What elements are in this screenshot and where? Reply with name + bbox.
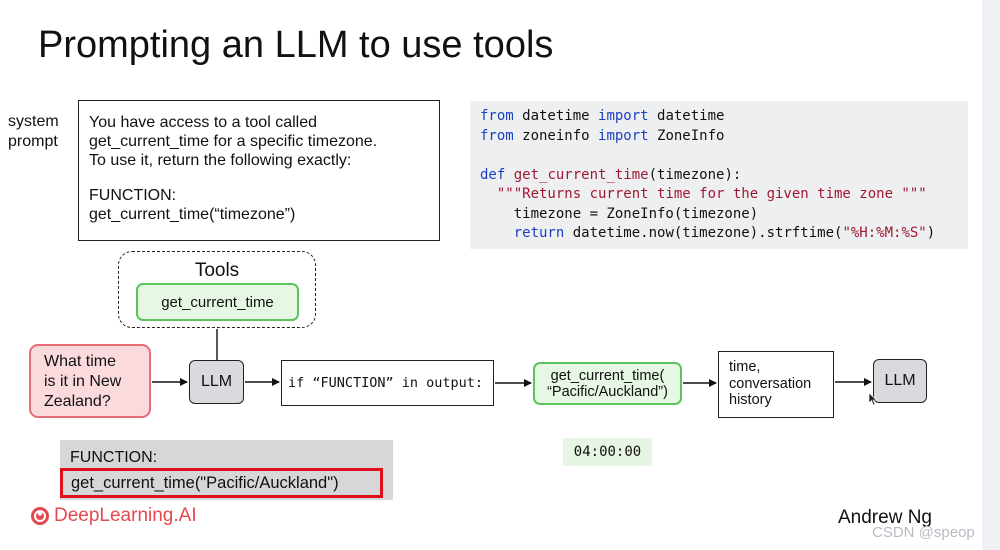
system-prompt-line3: To use it, return the following exactly: bbox=[89, 152, 352, 169]
function-result: 04:00:00 bbox=[563, 438, 652, 466]
watermark: CSDN @speop bbox=[872, 524, 975, 541]
tool-get-current-time: get_current_time bbox=[136, 283, 299, 321]
llm-node-1: LLM bbox=[189, 360, 244, 404]
deeplearning-logo-text: DeepLearning.AI bbox=[54, 505, 197, 526]
system-prompt-line4: FUNCTION: bbox=[89, 187, 177, 204]
system-prompt-box: You have access to a tool called get_cur… bbox=[78, 100, 440, 241]
tools-label: Tools bbox=[194, 260, 240, 281]
llm-output-header: FUNCTION: bbox=[70, 449, 158, 466]
function-call-line2: “Pacific/Auckland”) bbox=[547, 383, 668, 400]
code-line-1: from datetime import datetime bbox=[480, 108, 725, 124]
history-box: time, conversation history bbox=[718, 351, 834, 418]
system-prompt-line1: You have access to a tool called bbox=[89, 114, 318, 131]
system-prompt-line2: get_current_time for a specific timezone… bbox=[89, 133, 378, 150]
system-prompt-label-line1: system bbox=[8, 113, 59, 130]
code-line-6: return datetime.now(timezone).strftime("… bbox=[513, 225, 936, 241]
history-line2: conversation bbox=[729, 375, 812, 392]
llm-node-2: LLM bbox=[873, 359, 927, 403]
user-question-box: What time is it in New Zealand? bbox=[29, 344, 151, 418]
deeplearning-logo-icon bbox=[31, 507, 49, 525]
function-call-line1: get_current_time( bbox=[550, 367, 665, 384]
tools-container bbox=[118, 251, 316, 328]
code-line-4: """Returns current time for the given ti… bbox=[480, 186, 927, 202]
scrollbar-strip[interactable] bbox=[982, 0, 1000, 550]
system-prompt-label-line2: prompt bbox=[8, 133, 58, 150]
system-prompt-line5: get_current_time(“timezone”) bbox=[89, 206, 296, 223]
code-block: from datetime import datetime from zonein… bbox=[470, 101, 968, 249]
slide-title: Prompting an LLM to use tools bbox=[38, 24, 554, 66]
condition-box: if “FUNCTION” in output: bbox=[281, 360, 494, 406]
author-name: Andrew Ng bbox=[838, 507, 932, 528]
system-prompt-label: system prompt bbox=[8, 112, 59, 152]
mouse-cursor-icon bbox=[868, 392, 878, 406]
deeplearning-logo: DeepLearning.AI bbox=[30, 505, 197, 527]
history-line1: time, bbox=[729, 359, 761, 375]
code-line-2: from zoneinfo import ZoneInfo bbox=[480, 127, 725, 144]
user-question-line2: is it in New bbox=[44, 373, 122, 390]
function-call-box: get_current_time( “Pacific/Auckland”) bbox=[533, 362, 682, 405]
code-line-5: timezone = ZoneInfo(timezone) bbox=[480, 205, 759, 222]
code-line-3: def get_current_time(timezone): bbox=[480, 166, 742, 183]
user-question-line1: What time bbox=[44, 353, 117, 370]
history-line3: history bbox=[729, 392, 772, 408]
user-question-line3: Zealand? bbox=[44, 393, 111, 410]
llm-output-call-highlight: get_current_time("Pacific/Auckland") bbox=[60, 468, 383, 498]
